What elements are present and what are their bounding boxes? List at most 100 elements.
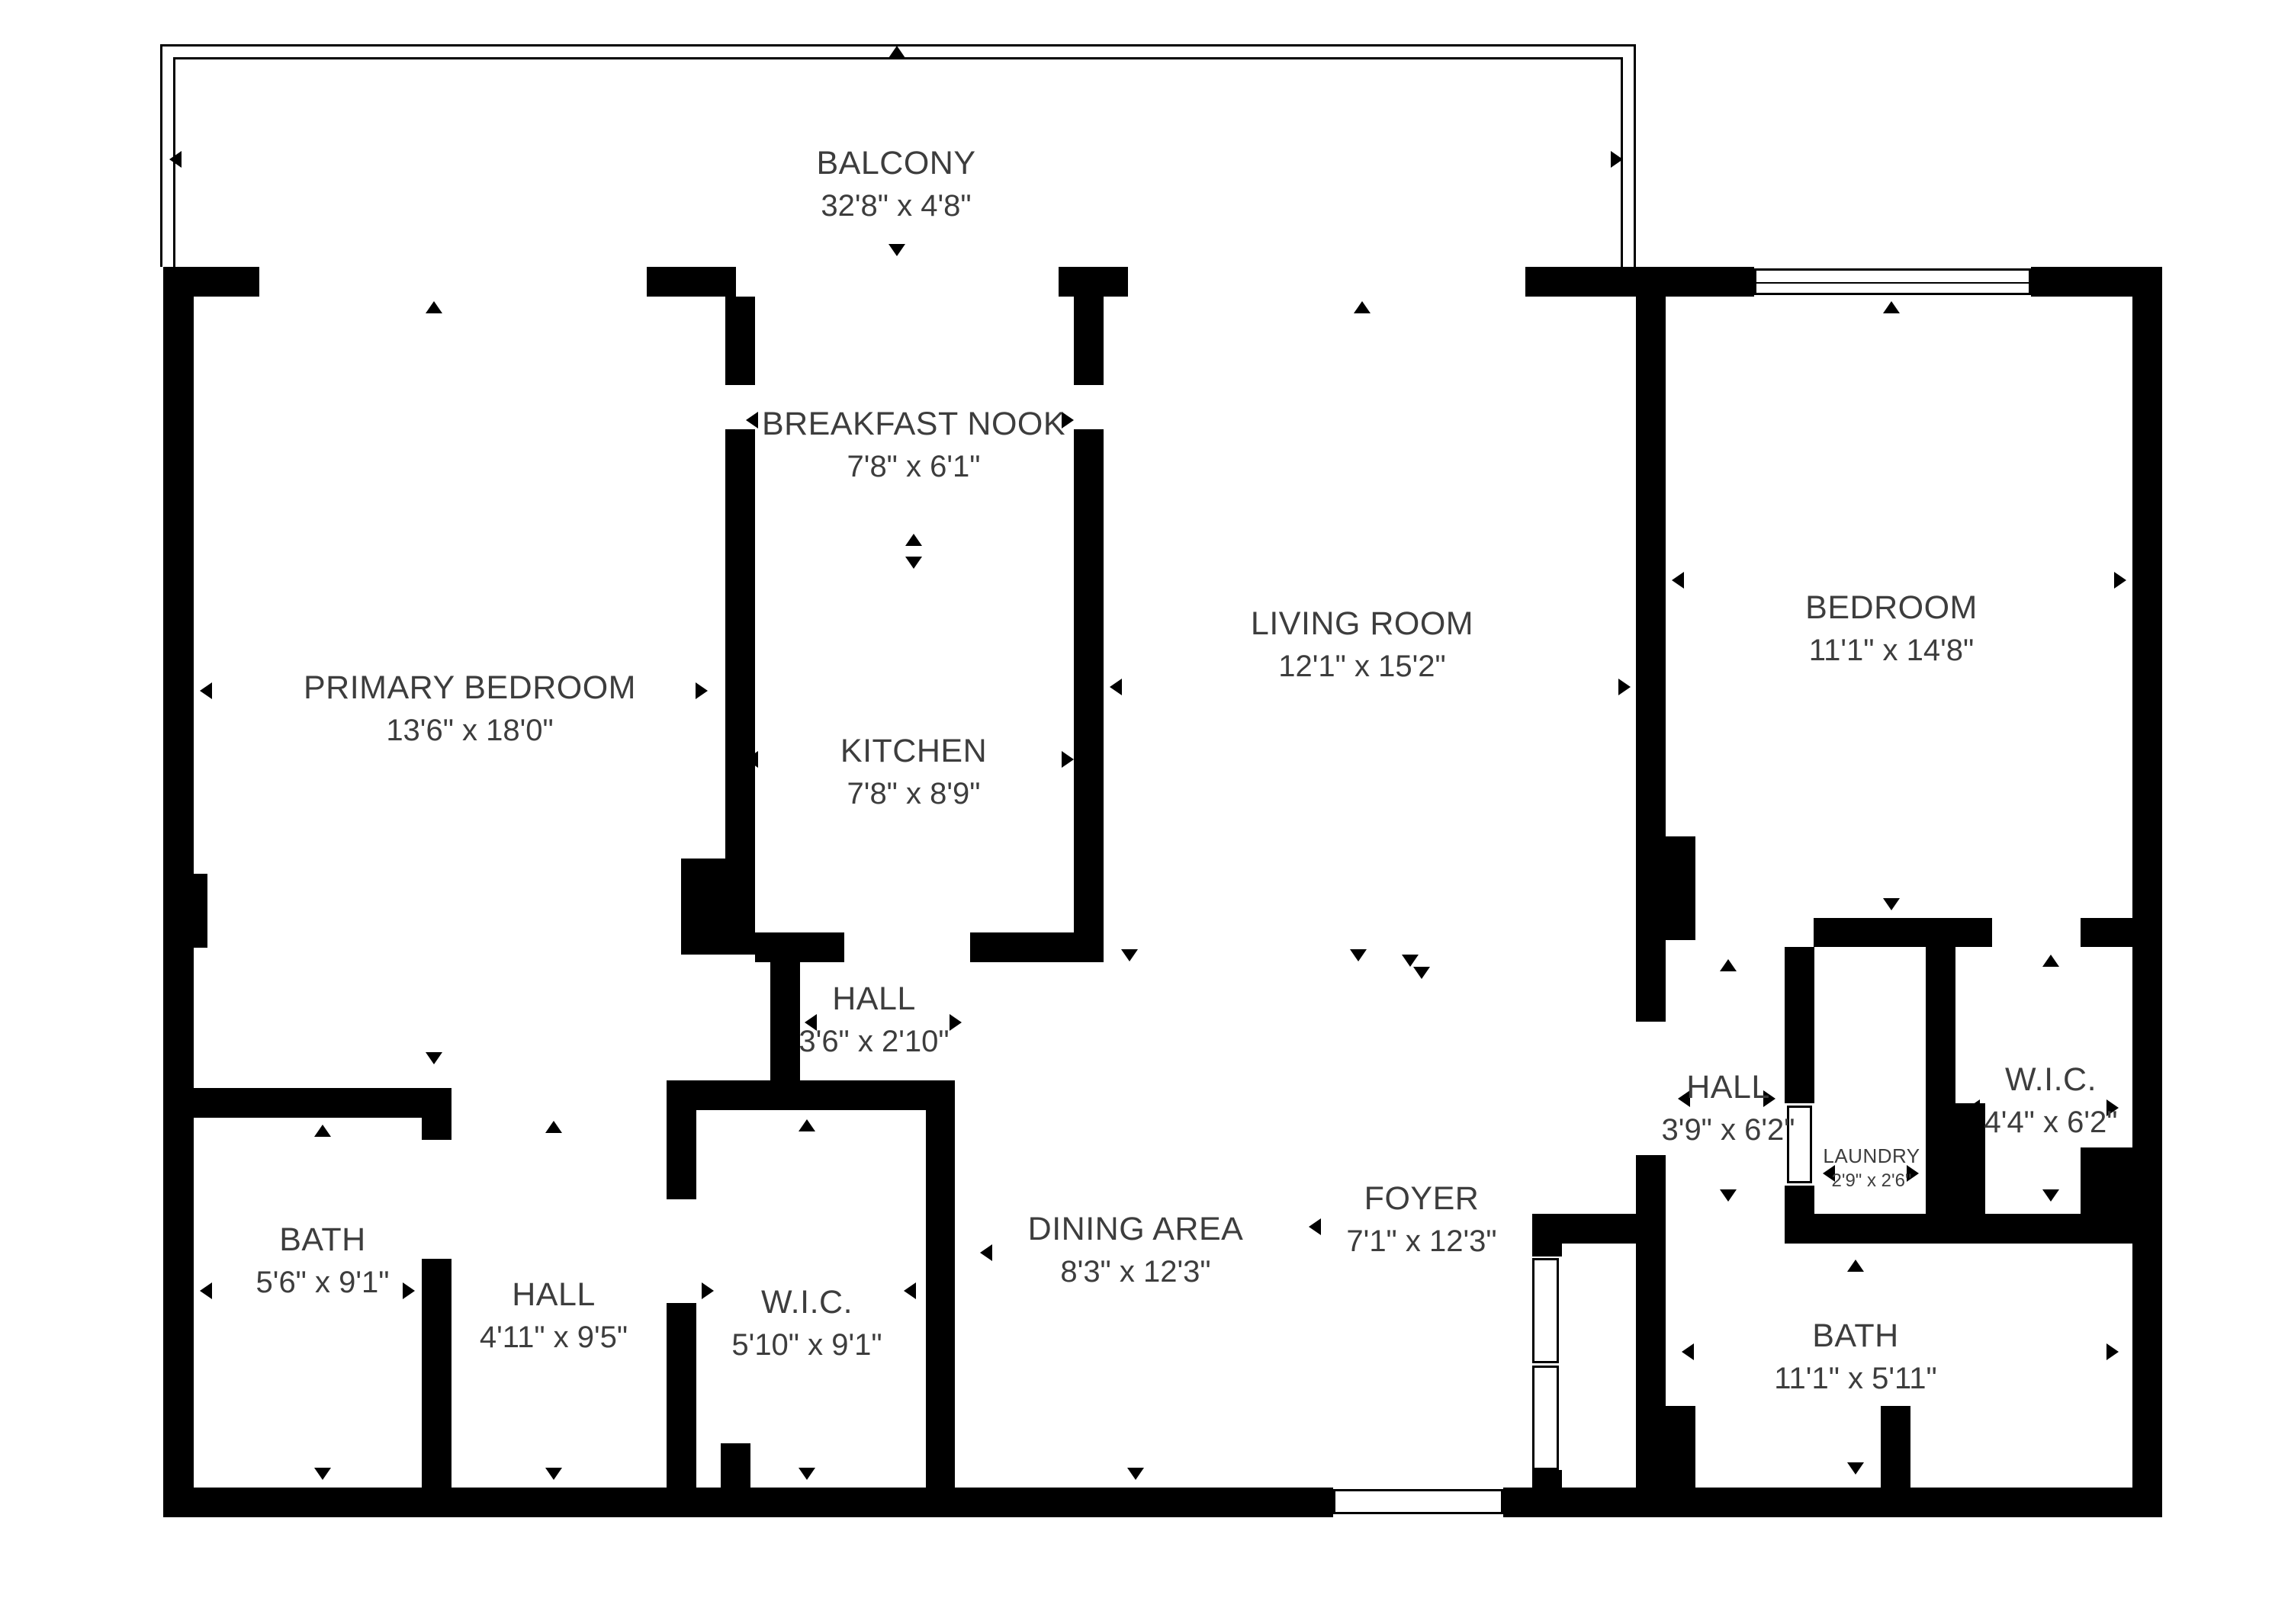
dimension-arrow-icon <box>696 682 708 699</box>
foyer-closet-door-top <box>1532 1258 1559 1363</box>
room-dims: 11'1" x 14'8" <box>1808 634 1975 667</box>
dimension-arrow-icon <box>889 244 905 256</box>
wall-segment <box>2081 1147 2132 1244</box>
room-dims: 5'10" x 9'1" <box>731 1328 882 1362</box>
room-name: HALL <box>512 1276 596 1313</box>
room-label-bath-right: BATH 11'1" x 5'11" <box>1774 1317 1936 1396</box>
dimension-arrow-icon <box>545 1468 562 1480</box>
room-name: BATH <box>1812 1317 1899 1354</box>
wall-segment <box>1059 267 1128 297</box>
dimension-arrow-icon <box>314 1468 331 1480</box>
room-name: KITCHEN <box>840 733 988 769</box>
room-label-wic-center: W.I.C. 5'10" x 9'1" <box>731 1284 882 1362</box>
wall-segment <box>1636 1406 1695 1488</box>
dimension-arrow-icon <box>805 1014 817 1031</box>
dimension-arrow-icon <box>1883 301 1900 313</box>
room-dims: 3'6" x 2'10" <box>799 1025 950 1058</box>
wall-segment <box>1525 267 1754 297</box>
wall-segment <box>1814 918 1992 947</box>
dimension-arrow-icon <box>1062 751 1074 768</box>
dimension-arrow-icon <box>1121 949 1138 961</box>
dimension-arrow-icon <box>426 301 442 313</box>
dimension-arrow-icon <box>2042 955 2059 967</box>
room-dims: 2'9" x 2'6" <box>1831 1170 1912 1191</box>
dimension-arrow-icon <box>1613 1218 1625 1235</box>
dimension-arrow-icon <box>1309 1218 1321 1235</box>
wall-segment <box>770 962 800 1080</box>
dimension-arrow-icon <box>2106 1343 2119 1360</box>
room-label-breakfast-nook: BREAKFAST NOOK 7'8" x 6'1" <box>762 406 1065 484</box>
room-label-primary-bedroom: PRIMARY BEDROOM 13'6" x 18'0" <box>304 669 636 748</box>
wall-segment <box>970 932 1104 962</box>
dimension-arrow-icon <box>799 1119 815 1131</box>
room-name: FOYER <box>1364 1180 1480 1217</box>
room-dims: 11'1" x 5'11" <box>1774 1362 1937 1395</box>
dimension-arrow-icon <box>200 682 212 699</box>
wall-segment <box>721 1443 750 1488</box>
laundry-door <box>1787 1106 1812 1183</box>
dimension-arrow-icon <box>545 1121 562 1133</box>
dimension-arrow-icon <box>1847 1260 1864 1272</box>
room-dims: 3'9" x 6'2" <box>1661 1113 1795 1147</box>
wall-segment <box>1926 1103 1985 1214</box>
room-label-hall-center: HALL 3'6" x 2'10" <box>799 980 949 1059</box>
room-label-wic-right: W.I.C. 4'4" x 6'2" <box>1984 1061 2118 1140</box>
room-name: DINING AREA <box>1027 1211 1244 1247</box>
room-dims: 7'8" x 8'9" <box>847 777 981 810</box>
dimension-arrow-icon <box>1611 151 1623 168</box>
wall-segment <box>163 1088 451 1118</box>
room-name: LIVING ROOM <box>1250 605 1474 642</box>
entry-door <box>1333 1489 1503 1514</box>
room-name: HALL <box>832 980 916 1017</box>
dimension-arrow-icon <box>905 557 922 569</box>
dimension-arrow-icon <box>426 1052 442 1064</box>
dimension-arrow-icon <box>1062 412 1074 428</box>
room-name: W.I.C. <box>2004 1061 2097 1098</box>
dimension-arrow-icon <box>1127 1468 1144 1480</box>
dimension-arrow-icon <box>1402 955 1419 967</box>
dimension-arrow-icon <box>1720 959 1737 971</box>
wall-segment <box>422 1259 451 1488</box>
wall-segment <box>1636 836 1695 940</box>
room-label-balcony: BALCONY 32'8" x 4'8" <box>816 145 975 223</box>
room-dims: 4'11" x 9'5" <box>479 1321 628 1354</box>
dimension-arrow-icon <box>1354 301 1371 313</box>
room-name: BREAKFAST NOOK <box>761 406 1066 442</box>
dimension-arrow-icon <box>1968 1099 1980 1116</box>
room-dims: 32'8" x 4'8" <box>821 189 972 223</box>
wall-segment <box>1532 1214 1562 1257</box>
room-dims: 4'4" x 6'2" <box>1984 1106 2118 1139</box>
dimension-arrow-icon <box>1847 1462 1864 1475</box>
wall-segment <box>725 297 755 385</box>
room-label-hall-right: HALL 3'9" x 6'2" <box>1662 1069 1795 1147</box>
room-name: HALL <box>1686 1069 1770 1106</box>
wall-segment <box>681 859 755 955</box>
room-name: BALCONY <box>816 145 976 181</box>
dimension-arrow-icon <box>314 1125 331 1137</box>
dimension-arrow-icon <box>1907 1165 1919 1182</box>
dimension-arrow-icon <box>799 1468 815 1480</box>
window-mullion <box>1756 281 2029 284</box>
wall-segment <box>1074 297 1104 385</box>
wall-segment <box>1503 1488 2162 1517</box>
room-name: PRIMARY BEDROOM <box>304 669 636 706</box>
room-name: LAUNDRY <box>1823 1144 1920 1167</box>
wall-segment <box>1785 1186 1814 1214</box>
dimension-arrow-icon <box>905 534 922 546</box>
dimension-arrow-icon <box>1823 1165 1835 1182</box>
dimension-arrow-icon <box>904 1282 916 1299</box>
room-dims: 5'6" x 9'1" <box>255 1266 390 1299</box>
room-name: W.I.C. <box>760 1284 853 1321</box>
room-dims: 13'6" x 18'0" <box>386 714 554 747</box>
dimension-arrow-icon <box>200 1282 212 1299</box>
wall-segment <box>422 1088 451 1140</box>
dimension-arrow-icon <box>746 412 758 428</box>
wall-segment <box>163 1488 1333 1517</box>
wall-segment <box>1881 1406 1910 1488</box>
dimension-arrow-icon <box>1883 898 1900 910</box>
wall-segment <box>1785 947 1814 1103</box>
balcony-railing-outer <box>160 44 1636 267</box>
wall-segment <box>647 267 736 297</box>
room-name: BATH <box>279 1221 366 1258</box>
